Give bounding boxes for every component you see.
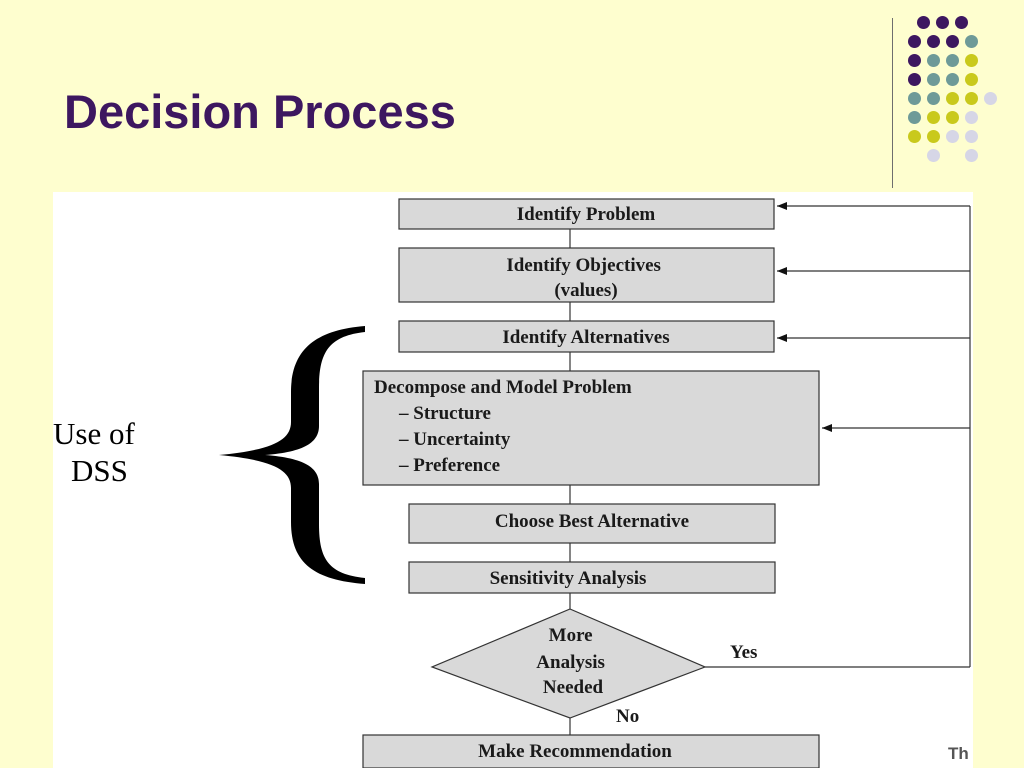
decorative-dot <box>946 35 959 48</box>
decorative-dot <box>955 16 968 29</box>
decorative-dot <box>965 35 978 48</box>
identify-problem-label: Identify Problem <box>517 204 656 225</box>
feedback-loop <box>705 202 971 668</box>
decorative-dot <box>927 73 940 86</box>
decompose-model-box <box>362 370 820 486</box>
decorative-dot <box>927 54 940 67</box>
decorative-dot <box>908 111 921 124</box>
decorative-dot <box>965 73 978 86</box>
decorative-dot <box>965 149 978 162</box>
decision-label: More Analysis Needed <box>536 625 609 698</box>
decorative-dot <box>965 130 978 143</box>
decorative-dot <box>908 92 921 105</box>
slide-title: Decision Process <box>64 85 456 138</box>
decorative-dot <box>965 92 978 105</box>
decorative-dot <box>908 35 921 48</box>
identify-alternatives-label: Identify Alternatives <box>502 327 669 348</box>
decorative-dot <box>908 73 921 86</box>
decorative-dot <box>927 111 940 124</box>
decorative-dot <box>946 111 959 124</box>
decorative-dot <box>927 35 940 48</box>
decorative-dot <box>946 73 959 86</box>
decision-diamond <box>430 608 707 719</box>
identify-objectives-box <box>398 247 775 303</box>
choose-best-box <box>408 503 776 544</box>
decorative-dot <box>965 111 978 124</box>
sensitivity-analysis-box <box>408 561 776 594</box>
flowchart-svg: Identify Problem Identify Objectives (va… <box>53 198 971 768</box>
decorative-dot <box>917 16 930 29</box>
make-recommendation-label: Make Recommendation <box>478 741 672 762</box>
choose-best-label: Choose Best Alternative <box>495 511 689 532</box>
dss-brace <box>219 326 365 584</box>
identify-problem-box <box>398 198 775 230</box>
make-recommendation-box <box>362 734 820 768</box>
decorative-dot <box>936 16 949 29</box>
decorative-dot <box>946 92 959 105</box>
truncated-footer-text: Th <box>948 744 969 763</box>
yes-label: Yes <box>730 642 757 663</box>
identify-objectives-label: Identify Objectives (values) <box>506 255 665 301</box>
decorative-dot <box>984 92 997 105</box>
decision-process-diagram: Identify Problem Identify Objectives (va… <box>53 192 973 768</box>
use-of-dss-label: Use of DSS <box>53 416 143 488</box>
decorative-dot <box>965 54 978 67</box>
decorative-dot <box>927 149 940 162</box>
decorative-dot <box>946 130 959 143</box>
decompose-model-label: Decompose and Model Problem – Structure … <box>374 377 636 476</box>
decorative-dot <box>927 92 940 105</box>
sensitivity-analysis-label: Sensitivity Analysis <box>490 568 647 589</box>
decorative-dot <box>946 54 959 67</box>
identify-alternatives-box <box>398 320 775 353</box>
no-label: No <box>616 706 639 727</box>
decorative-dot <box>908 54 921 67</box>
title-divider <box>892 18 893 188</box>
decorative-dot <box>927 130 940 143</box>
decorative-dot <box>908 130 921 143</box>
